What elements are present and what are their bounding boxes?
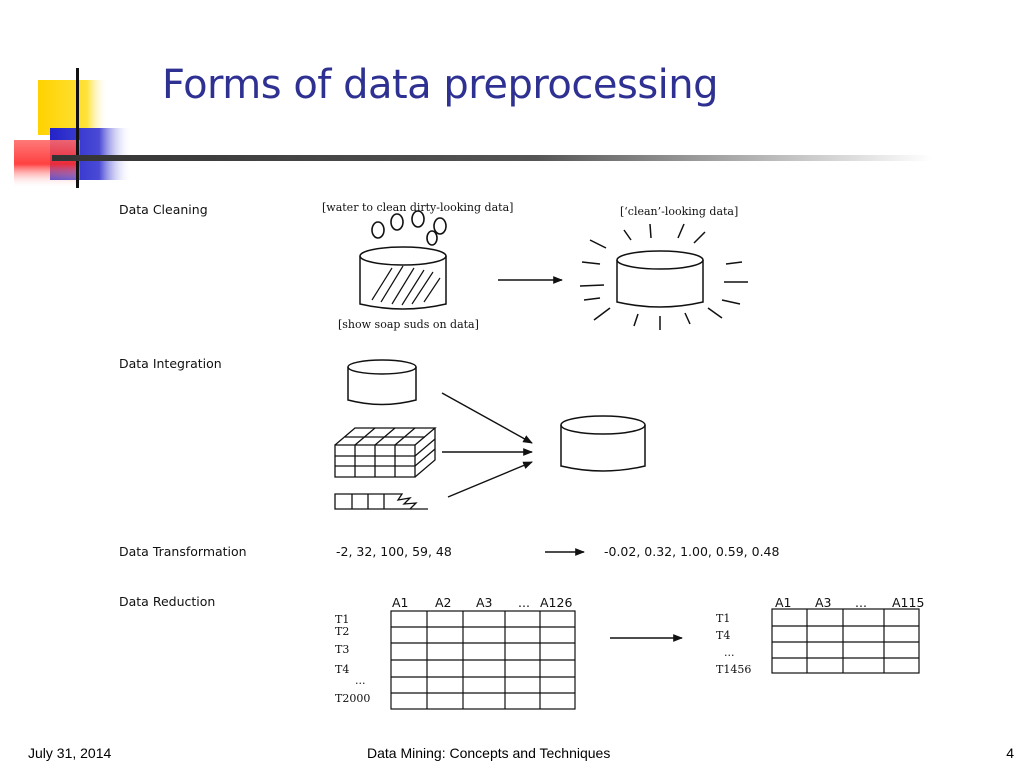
label-data-reduction: Data Reduction	[119, 594, 215, 609]
label-data-transformation: Data Transformation	[119, 544, 247, 559]
left-row-t2000: T2000	[335, 692, 370, 705]
right-col-a1: A1	[775, 595, 792, 610]
integration-target-cylinder	[560, 415, 646, 472]
slide-logo-squares	[14, 68, 132, 188]
logo-vertical-line	[76, 68, 79, 188]
integration-data-cube	[334, 427, 437, 478]
red-square	[14, 140, 80, 188]
footer-course: Data Mining: Concepts and Techniques	[367, 745, 611, 761]
reduction-left-column-headers: A1 A2 A3 ... A126	[392, 595, 572, 610]
left-col-a126: A126	[540, 595, 572, 610]
right-col-a3: A3	[815, 595, 832, 610]
clean-data-rays	[579, 223, 748, 330]
transformation-output-values: -0.02, 0.32, 1.00, 0.59, 0.48	[604, 544, 780, 559]
clean-data-cylinder	[616, 250, 704, 308]
right-row-t1: T1	[716, 612, 730, 625]
cleaning-bottom-note: [show soap suds on data]	[338, 318, 479, 331]
reduction-left-row-labels: T1 T2 T3 T4 ... T2000	[335, 613, 370, 705]
label-data-integration: Data Integration	[119, 356, 222, 371]
left-row-ellipsis: ...	[355, 674, 366, 687]
cleaning-top-note: [water to clean dirty-looking data]	[322, 201, 513, 214]
integration-arrows	[441, 392, 533, 498]
label-data-cleaning: Data Cleaning	[119, 202, 208, 217]
reduction-left-table	[390, 610, 576, 710]
left-row-t1: T1	[335, 613, 349, 626]
yellow-square	[38, 80, 108, 135]
dirty-data-cylinder	[359, 246, 447, 310]
title-underline	[52, 155, 932, 161]
right-row-t1456: T1456	[716, 663, 751, 676]
footer-page-number: 4	[1006, 745, 1014, 761]
left-row-t2: T2	[335, 625, 349, 638]
cleaning-right-note: [‘clean’-looking data]	[620, 205, 738, 218]
left-row-t3: T3	[335, 643, 349, 656]
right-col-ellipsis: ...	[855, 595, 867, 610]
right-row-ellipsis: ...	[724, 646, 735, 659]
right-row-t4: T4	[716, 629, 730, 642]
integration-source-cylinder	[347, 359, 417, 406]
integration-flat-file	[334, 493, 428, 510]
footer-date: July 31, 2014	[28, 745, 112, 761]
left-row-t4: T4	[335, 663, 349, 676]
left-col-a1: A1	[392, 595, 409, 610]
transformation-input-values: -2, 32, 100, 59, 48	[336, 544, 452, 559]
reduction-right-table	[771, 608, 920, 674]
slide-title: Forms of data preprocessing	[162, 62, 719, 108]
reduction-right-row-labels: T1 T4 ... T1456	[716, 612, 751, 676]
reduction-right-column-headers: A1 A3 ... A115	[775, 595, 924, 610]
right-col-a115: A115	[892, 595, 924, 610]
preprocessing-diagram: Data Cleaning Data Integration Data Tran…	[119, 201, 924, 710]
left-col-a3: A3	[476, 595, 493, 610]
left-col-a2: A2	[435, 595, 452, 610]
soap-bubbles	[371, 210, 447, 246]
left-col-ellipsis: ...	[518, 595, 530, 610]
